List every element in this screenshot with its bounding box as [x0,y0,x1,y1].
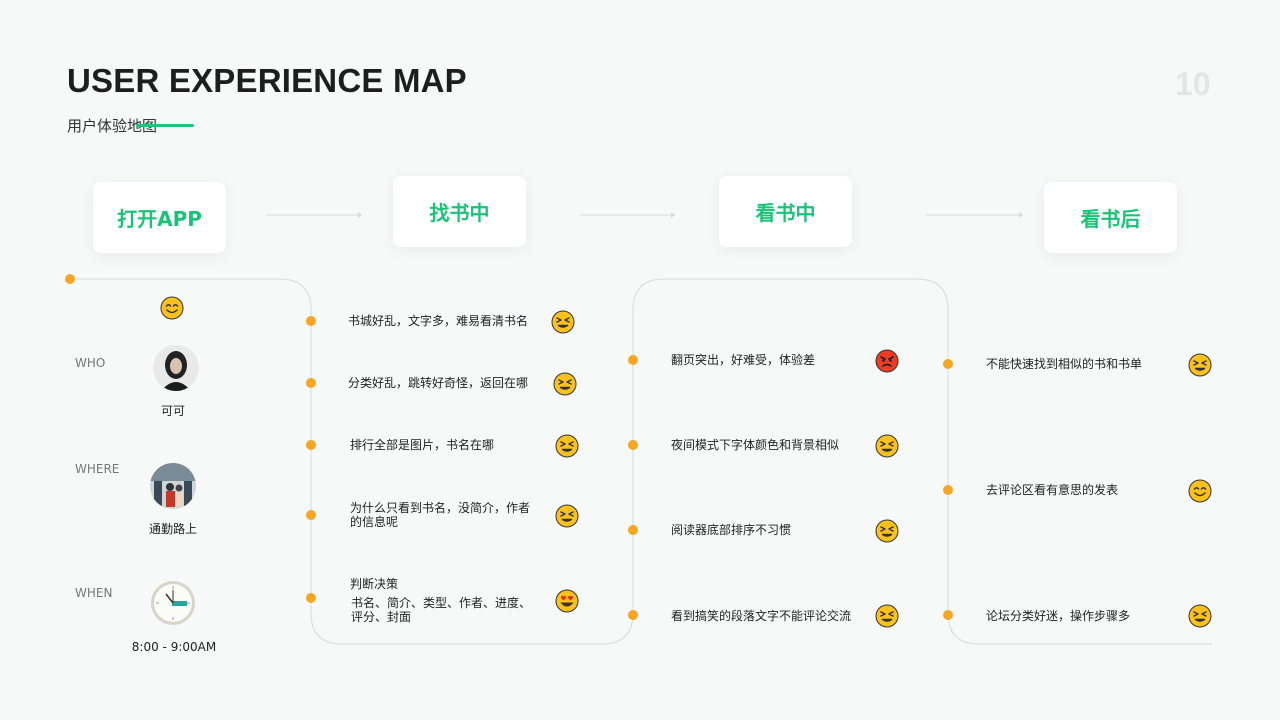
journey-start-dot [65,274,75,284]
stage-finding-book: 找书中 [393,176,526,247]
stage-after-reading: 看书后 [1044,182,1177,253]
pain-point-text: 为什么只看到书名，没简介，作者的信息呢 [350,501,531,529]
where-value: 通勤路上 [148,522,198,536]
decision-title: 判断决策 [350,577,399,591]
who-label: WHO [75,356,106,370]
frustrated-emoji-icon [875,604,899,628]
commute-photo [150,463,196,509]
smile-emoji-icon [160,296,184,320]
journey-dot [306,510,316,520]
pain-point-text: 论坛分类好迷，操作步骤多 [986,609,1131,623]
page-title: USER EXPERIENCE MAP [67,62,467,99]
journey-dot [306,440,316,450]
pain-point-text: 去评论区看有意思的发表 [986,483,1119,497]
page-subtitle: 用户体验地图 [67,117,158,135]
journey-dot [943,359,953,369]
pain-point-text: 书城好乱，文字多，难易看清书名 [348,314,529,328]
journey-dot [628,440,638,450]
journey-dot [628,355,638,365]
when-label: WHEN [75,586,113,600]
love-emoji-icon [555,589,579,613]
who-value: 可可 [160,404,186,418]
journey-dot [943,610,953,620]
page-number: 10 [1175,66,1211,102]
stage-open-app: 打开APP [93,182,226,253]
angry-emoji-icon [875,349,899,373]
pain-point-text: 翻页突出，好难受，体验差 [671,353,816,367]
journey-dot [306,378,316,388]
subtitle-underline [136,124,194,127]
when-value: 8:00 - 9:00AM [131,640,217,654]
journey-dot [306,593,316,603]
frustrated-emoji-icon [555,504,579,528]
pain-point-text: 不能快速找到相似的书和书单 [986,357,1143,371]
smile-emoji-icon [1188,479,1212,503]
arrow-head [358,212,362,218]
frustrated-emoji-icon [1188,353,1212,377]
frustrated-emoji-icon [553,372,577,396]
user-avatar [153,345,199,391]
frustrated-emoji-icon [555,434,579,458]
pain-point-text: 阅读器底部排序不习惯 [671,523,792,537]
decision-text: 书名、简介、类型、作者、进度、评分、封面 [351,596,532,624]
frustrated-emoji-icon [1188,604,1212,628]
journey-dot [628,610,638,620]
frustrated-emoji-icon [875,519,899,543]
pain-point-text: 看到搞笑的段落文字不能评论交流 [671,609,852,623]
pain-point-text: 分类好乱，跳转好奇怪，返回在哪 [348,376,529,390]
journey-line [70,278,1212,645]
frustrated-emoji-icon [551,310,575,334]
clock-icon [151,581,195,625]
frustrated-emoji-icon [875,434,899,458]
stage-reading: 看书中 [719,176,852,247]
pain-point-text: 排行全部是图片，书名在哪 [350,438,495,452]
where-label: WHERE [75,462,120,476]
journey-dot [306,316,316,326]
journey-dot [943,485,953,495]
pain-point-text: 夜间模式下字体颜色和背景相似 [671,438,840,452]
arrow-head [1019,212,1023,218]
arrow-head [671,212,675,218]
journey-dot [628,525,638,535]
